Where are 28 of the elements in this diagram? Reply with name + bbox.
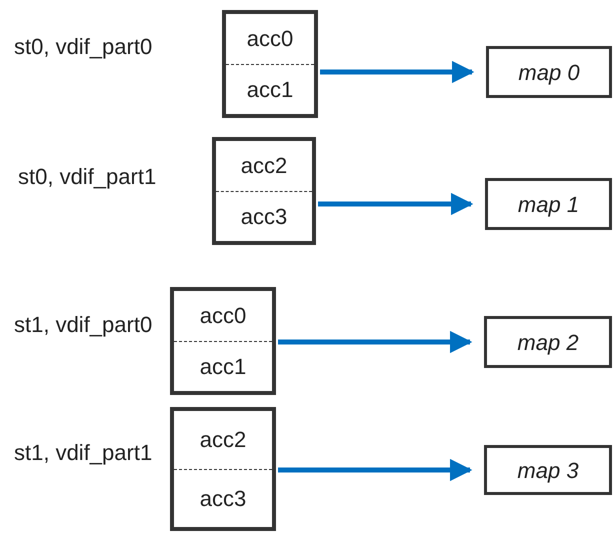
cell-text: acc3 — [200, 484, 246, 513]
cell-text: acc3 — [240, 202, 288, 231]
row-label: st1, vdif_part1 — [14, 439, 154, 467]
map-label: map 1 — [518, 190, 580, 219]
row-label: st1, vdif_part0 — [14, 311, 154, 339]
cell-text: acc2 — [240, 152, 288, 180]
map-label: map 0 — [518, 58, 580, 87]
arrow — [278, 330, 472, 354]
split-box — [170, 407, 276, 531]
cell-text: acc1 — [246, 76, 294, 104]
cell-text: acc0 — [246, 25, 294, 54]
map-box — [486, 46, 612, 98]
cell-text: acc0 — [200, 302, 246, 330]
arrow — [318, 192, 474, 216]
arrow — [320, 60, 474, 84]
row-label: st0, vdif_part0 — [14, 33, 154, 61]
map-box — [484, 316, 612, 368]
map-box — [485, 178, 612, 230]
split-box — [212, 137, 316, 245]
split-box — [170, 287, 276, 395]
map-label: map 2 — [517, 328, 579, 357]
map-box — [484, 445, 612, 495]
row-label: st0, vdif_part1 — [18, 163, 158, 191]
map-label: map 3 — [517, 456, 579, 485]
cell-text: acc2 — [200, 426, 246, 454]
cell-text: acc1 — [200, 352, 246, 381]
arrow — [278, 458, 472, 482]
split-box — [222, 10, 318, 118]
